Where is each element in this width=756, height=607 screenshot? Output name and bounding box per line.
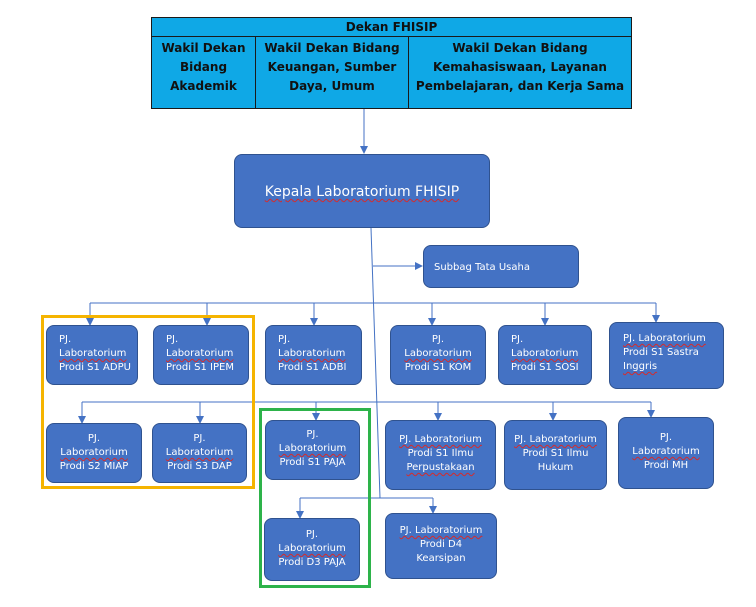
node-line: Prodi S1 SOSI — [511, 362, 579, 373]
wakil-dekan-akademik: Wakil Dekan Bidang Akademik — [152, 37, 256, 109]
node-line: Laboratorium — [278, 348, 346, 359]
node-line: Laboratorium — [278, 443, 347, 454]
node-line: Laboratorium — [404, 348, 472, 359]
node-line: Prodi S2 MIAP — [59, 461, 129, 472]
wd2-line1: Wakil Dekan Bidang — [264, 41, 400, 55]
node-s1-adpu: PJ. Laboratorium Prodi S1 ADPU — [46, 325, 138, 385]
wd2-line2: Keuangan, Sumber — [267, 60, 397, 74]
node-line: Prodi S1 ADPU — [59, 362, 131, 373]
node-line: PJ. — [278, 334, 291, 345]
node-line: Laboratorium — [511, 348, 579, 359]
node-line: PJ. Laboratorium — [623, 333, 706, 344]
node-line: Perpustakaan — [406, 462, 475, 473]
node-s1-sosi: PJ. Laboratorium Prodi S1 SOSI — [498, 325, 592, 385]
wd1-line2: Bidang — [179, 60, 228, 74]
wd3-line3: Pembelajaran, dan Kerja Sama — [415, 79, 625, 93]
node-line: Prodi S1 Sastra — [623, 347, 699, 358]
node-line: Kearsipan — [416, 553, 466, 564]
node-s1-sastra-inggris: PJ. Laboratorium Prodi S1 Sastra Inggris — [609, 322, 724, 389]
node-line: Prodi S1 PAJA — [279, 457, 346, 468]
node-d3-paja: PJ. Laboratorium Prodi D3 PAJA — [264, 518, 360, 581]
node-line: PJ. Laboratorium — [399, 525, 483, 536]
node-line: Prodi S1 ADBI — [278, 362, 347, 373]
node-line: Laboratorium — [165, 447, 234, 458]
node-s1-ilmu-hukum: PJ. Laboratorium Prodi S1 Ilmu Hukum — [504, 420, 607, 490]
node-s1-kom: PJ. Laboratorium Prodi S1 KOM — [390, 325, 486, 385]
node-line: Prodi D4 — [419, 539, 463, 550]
kepala-laboratorium-box: Kepala Laboratorium FHISIP — [234, 154, 490, 228]
wd2-line3: Daya, Umum — [289, 79, 375, 93]
node-line: Prodi D3 PAJA — [278, 557, 346, 568]
node-line: PJ. — [87, 433, 101, 444]
node-line: PJ. — [431, 334, 445, 345]
wd1-line3: Akademik — [170, 79, 237, 93]
node-s3-dap: PJ. Laboratorium Prodi S3 DAP — [152, 423, 247, 483]
node-line: Prodi S3 DAP — [167, 461, 232, 472]
node-line: PJ. — [306, 429, 319, 440]
node-line: Prodi S1 IPEM — [166, 362, 234, 373]
node-s1-paja: PJ. Laboratorium Prodi S1 PAJA — [265, 420, 360, 480]
wd3-line1: Wakil Dekan Bidang — [452, 41, 588, 55]
node-line: PJ. — [659, 432, 673, 443]
wakil-dekan-kemahasiswaan: Wakil Dekan Bidang Kemahasiswaan, Layana… — [409, 37, 631, 109]
node-line: PJ. — [305, 529, 319, 540]
node-line: Laboratorium — [59, 348, 127, 359]
subbag-box: Subbag Tata Usaha — [423, 245, 579, 288]
node-line: Laboratorium — [278, 543, 346, 554]
node-s1-adbi: PJ. Laboratorium Prodi S1 ADBI — [265, 325, 362, 385]
node-line: PJ. Laboratorium — [514, 434, 597, 445]
wd3-line2: Kemahasiswaan, Layanan — [433, 60, 607, 74]
node-line: Prodi S1 Ilmu — [407, 448, 474, 459]
node-line: PJ. — [166, 334, 179, 345]
wd1-line1: Wakil Dekan — [161, 41, 246, 55]
node-line: Prodi S1 Ilmu — [522, 448, 589, 459]
wakil-dekan-keuangan: Wakil Dekan Bidang Keuangan, Sumber Daya… — [256, 37, 409, 109]
node-line: Inggris — [623, 361, 658, 372]
kepala-label: Kepala Laboratorium FHISIP — [264, 184, 460, 200]
highlight-green-frame — [259, 408, 371, 588]
node-line: Laboratorium — [632, 446, 700, 457]
node-line: Prodi MH — [643, 460, 689, 471]
node-line: PJ. Laboratorium — [399, 434, 482, 445]
node-mh: PJ. Laboratorium Prodi MH — [618, 417, 714, 489]
subbag-label: Subbag Tata Usaha — [434, 262, 530, 273]
connector-trunk — [370, 227, 381, 499]
node-s1-ilmu-perpustakaan: PJ. Laboratorium Prodi S1 Ilmu Perpustak… — [385, 420, 496, 490]
node-line: Laboratorium — [60, 447, 128, 458]
node-line: Prodi S1 KOM — [404, 362, 472, 373]
node-line: Hukum — [537, 462, 574, 473]
node-line: Laboratorium — [166, 348, 234, 359]
dekan-title: Dekan FHISIP — [152, 18, 631, 37]
node-line: PJ. — [193, 433, 206, 444]
node-d4-kearsipan: PJ. Laboratorium Prodi D4 Kearsipan — [385, 513, 497, 579]
node-line: PJ. — [59, 334, 72, 345]
node-line: PJ. — [511, 334, 524, 345]
node-s1-ipem: PJ. Laboratorium Prodi S1 IPEM — [153, 325, 249, 385]
dekan-table: Dekan FHISIP Wakil Dekan Bidang Akademik… — [151, 17, 632, 109]
highlight-orange-frame — [41, 315, 255, 489]
node-s2-miap: PJ. Laboratorium Prodi S2 MIAP — [46, 423, 142, 483]
